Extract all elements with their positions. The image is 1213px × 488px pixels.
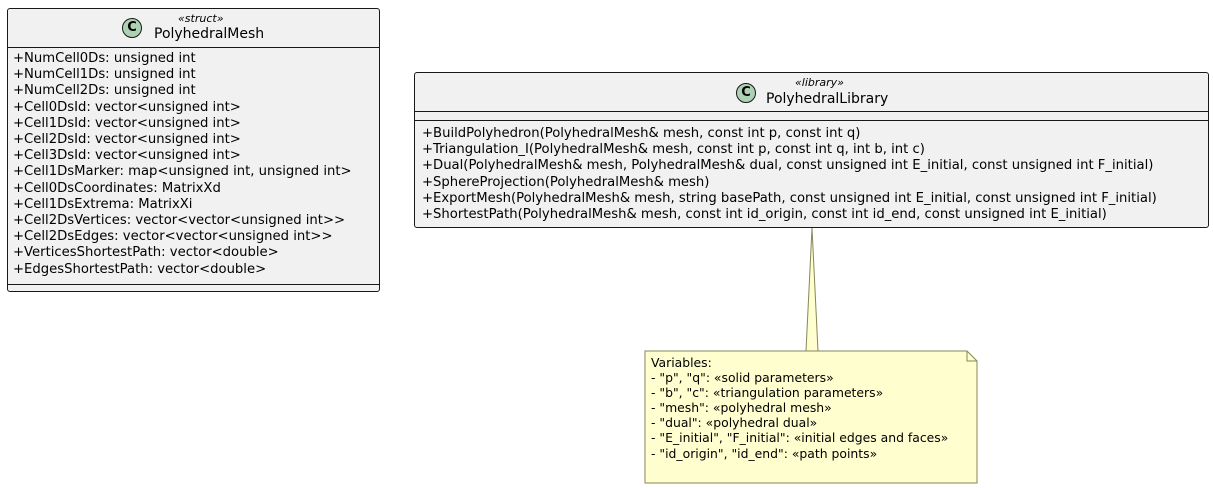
class-c-icon: C [736,83,756,103]
class-name: PolyhedralLibrary [766,91,889,107]
attribute: +Cell2DsId: vector<unsigned int> [13,132,241,148]
note-line: Variables: [651,355,712,370]
class-polyhedral-library[interactable]: C «library» PolyhedralLibrary +BuildPoly… [414,72,1209,228]
class-header: C «library» PolyhedralLibrary [415,73,1208,112]
attribute: +NumCell0Ds: unsigned int [13,51,196,66]
method: +SphereProjection(PolyhedralMesh& mesh) [422,174,710,190]
attribute: +Cell1DsId: vector<unsigned int> [13,115,241,131]
variables-note: Variables: - "p", "q": «solid parameters… [645,351,977,483]
method: +ExportMesh(PolyhedralMesh& mesh, string… [422,190,1157,206]
attribute: +Cell0DsId: vector<unsigned int> [13,99,241,115]
note-shape [644,350,978,484]
class-name: PolyhedralMesh [154,26,265,42]
note-line: - "E_initial", "F_initial": «initial edg… [651,430,949,446]
method: +BuildPolyhedron(PolyhedralMesh& mesh, c… [422,126,861,141]
attribute: +Cell3DsId: vector<unsigned int> [13,148,241,164]
note-line: - "mesh": «polyhedral mesh» [651,400,832,416]
attribute-list: +NumCell0Ds: unsigned int +NumCell1Ds: u… [8,48,379,278]
note-line: - "p", "q": «solid parameters» [651,370,834,386]
method: +Triangulation_I(PolyhedralMesh& mesh, c… [422,142,925,158]
attributes-divider [415,120,1208,121]
stereotype-label: «library» [795,76,844,89]
class-polyhedral-mesh[interactable]: C «struct» PolyhedralMesh +NumCell0Ds: u… [7,8,380,292]
note-line: - "id_origin", "id_end": «path points» [651,445,878,461]
method-list: +BuildPolyhedron(PolyhedralMesh& mesh, c… [415,123,1157,223]
class-c-icon: C [122,18,142,38]
methods-divider [8,284,379,285]
attribute: +NumCell2Ds: unsigned int [13,83,196,99]
attribute: +EdgesShortestPath: vector<double> [13,261,267,277]
note-corner-fold [966,351,977,362]
attribute: +VerticesShortestPath: vector<double> [13,245,279,261]
attribute: +NumCell1Ds: unsigned int [13,67,196,83]
attribute: +Cell2DsVertices: vector<vector<unsigned… [13,213,346,229]
note-text: Variables: - "p", "q": «solid parameters… [651,355,948,461]
note-line: - "b", "c": «triangulation parameters» [651,385,884,401]
attribute: +Cell0DsCoordinates: MatrixXd [13,180,221,196]
attribute: +Cell1DsExtrema: MatrixXi [13,196,193,212]
note-line: - "dual": «polyhedral dual» [651,415,818,431]
class-header: C «struct» PolyhedralMesh [8,9,379,48]
stereotype-label: «struct» [178,12,224,25]
attribute: +Cell2DsEdges: vector<vector<unsigned in… [13,229,333,245]
attribute: +Cell1DsMarker: map<unsigned int, unsign… [13,164,352,180]
method: +Dual(PolyhedralMesh& mesh, PolyhedralMe… [422,158,1154,174]
method: +ShortestPath(PolyhedralMesh& mesh, cons… [422,207,1107,223]
note-connector [805,227,819,352]
